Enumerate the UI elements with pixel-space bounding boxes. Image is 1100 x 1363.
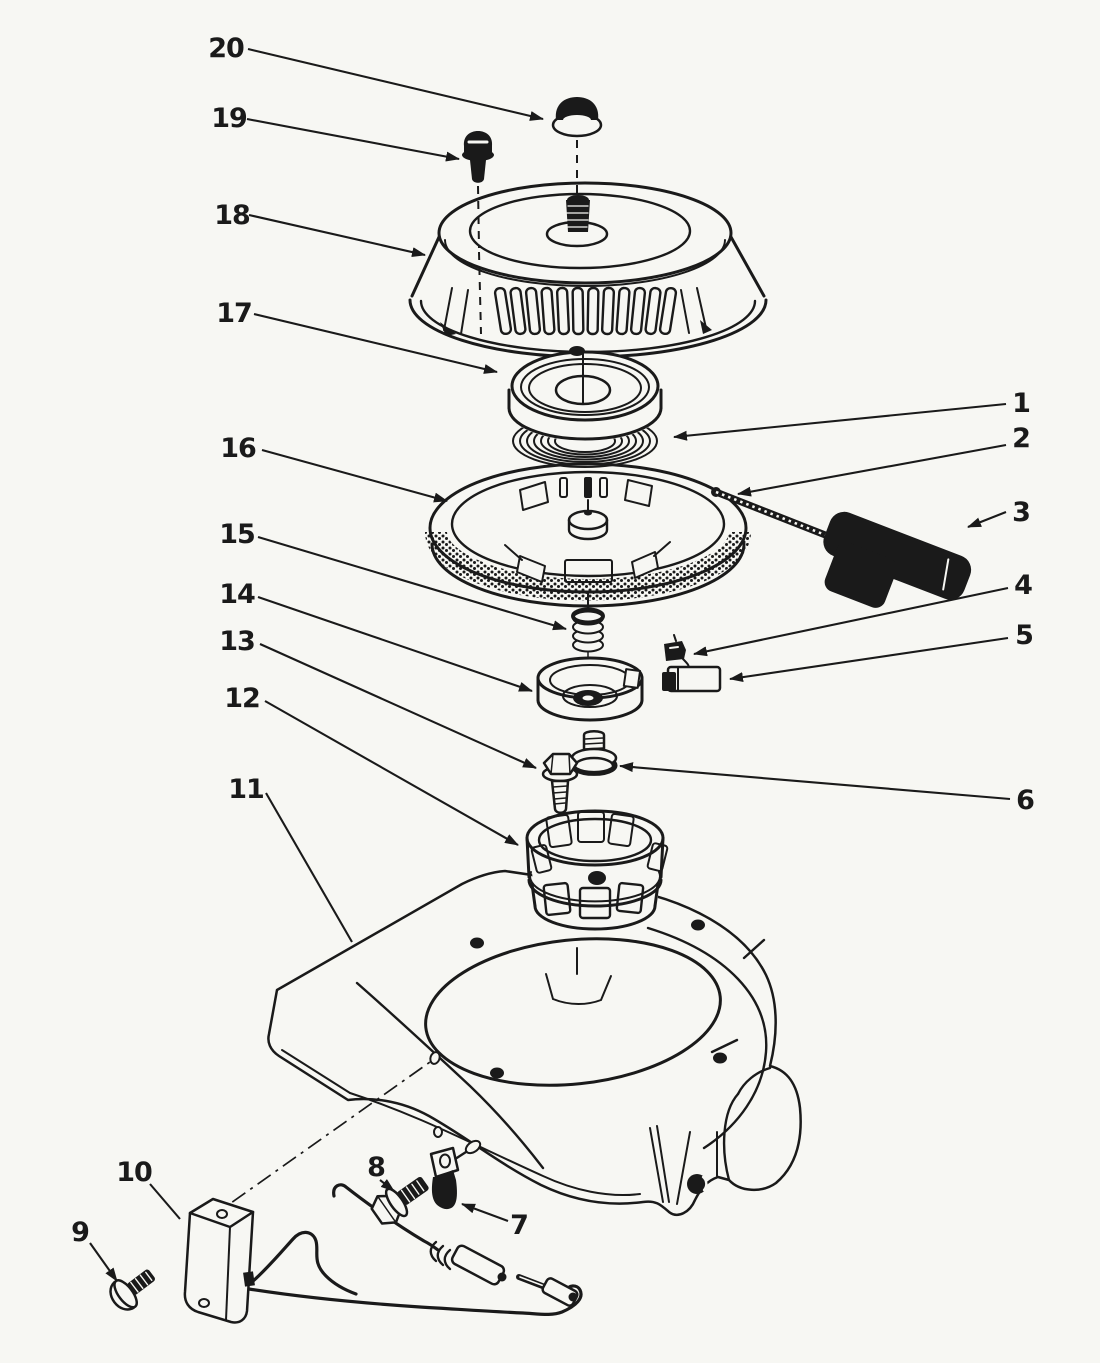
leader-4 [693, 586, 1009, 657]
housing-stud [433, 1126, 443, 1138]
part-swivel-clip [664, 634, 690, 671]
leader-14 [257, 596, 533, 692]
part-ignition-module [183, 1197, 255, 1324]
callout-9: 9 [71, 1217, 89, 1248]
part-starter-cup [536, 656, 644, 722]
part-blower-housing [206, 869, 802, 1221]
part-spacer-bushing [570, 730, 618, 776]
leader-15 [257, 535, 567, 631]
leader-11 [265, 792, 353, 943]
callout-numbers: 20 19 18 17 16 15 14 13 12 11 10 9 8 7 6… [71, 33, 1035, 1248]
callout-4: 4 [1014, 570, 1032, 601]
leader-12 [264, 700, 519, 846]
leader-10 [149, 1183, 181, 1220]
leader-2 [737, 443, 1007, 497]
alignment-centerline [206, 1061, 431, 1221]
leader-1 [673, 402, 1007, 441]
housing-screw-hole [490, 1067, 504, 1079]
leader-3 [967, 511, 1007, 528]
leader-7 [461, 1203, 509, 1222]
part-cover-screw [462, 131, 494, 335]
part-cup-bolt [541, 752, 579, 814]
gear-knurled-rim [425, 531, 751, 601]
module-mount-hole [198, 1298, 210, 1308]
leader-19 [246, 117, 460, 162]
callout-6: 6 [1016, 785, 1034, 816]
callout-5: 5 [1015, 620, 1033, 651]
callout-20: 20 [208, 33, 244, 64]
cover-vent-slots [493, 286, 678, 336]
housing-screw-hole [691, 919, 705, 931]
callout-1: 1 [1012, 388, 1030, 419]
callout-19: 19 [211, 103, 247, 134]
leader-lines [89, 47, 1011, 1282]
housing-center-opening [424, 937, 722, 1087]
callout-18: 18 [214, 200, 250, 231]
housing-screw-hole [470, 937, 484, 949]
part-starter-cover [408, 181, 768, 359]
leader-18 [248, 213, 426, 257]
callout-7: 7 [510, 1210, 528, 1241]
ignition-wires [247, 1183, 583, 1316]
leader-16 [261, 448, 448, 503]
part-pulley-gear-assembly [425, 462, 751, 615]
centerline [477, 185, 482, 335]
part-clip-screw [370, 1176, 429, 1225]
part-ground-clip [429, 1146, 460, 1210]
callout-10: 10 [116, 1157, 152, 1188]
leader-9 [89, 1242, 118, 1282]
part-brake-spring [571, 607, 605, 677]
leader-5 [729, 636, 1009, 683]
module-mount-hole [216, 1209, 228, 1219]
part-rope-handle [823, 511, 972, 608]
leader-6 [619, 762, 1011, 801]
part-pulley [507, 346, 663, 441]
leader-17 [253, 312, 498, 374]
housing-mount-boss [687, 1174, 707, 1194]
housing-screw-hole [713, 1052, 727, 1064]
callout-2: 2 [1012, 423, 1030, 454]
callout-8: 8 [367, 1152, 385, 1183]
callout-15: 15 [219, 519, 255, 550]
leader-8 [379, 1179, 395, 1192]
cup-notch [622, 668, 642, 689]
wire-connector [429, 1240, 507, 1286]
part-terminal-sleeve [662, 665, 722, 693]
callout-3: 3 [1012, 497, 1030, 528]
cage-center-hole [588, 871, 606, 885]
callout-14: 14 [219, 579, 255, 610]
part-module-screw [109, 1269, 155, 1311]
cover-center-stud [566, 200, 590, 232]
callout-17: 17 [216, 298, 252, 329]
callout-16: 16 [220, 433, 256, 464]
callout-11: 11 [228, 774, 264, 805]
leader-13 [259, 643, 537, 769]
wire-connector [516, 1274, 579, 1307]
leader-20 [247, 47, 544, 121]
part-starter-cage [525, 809, 669, 932]
part-cap-nut [551, 97, 603, 196]
part-starter-rope [712, 488, 837, 542]
callout-13: 13 [219, 626, 255, 657]
housing-stud [429, 1051, 441, 1065]
callout-12: 12 [224, 683, 260, 714]
